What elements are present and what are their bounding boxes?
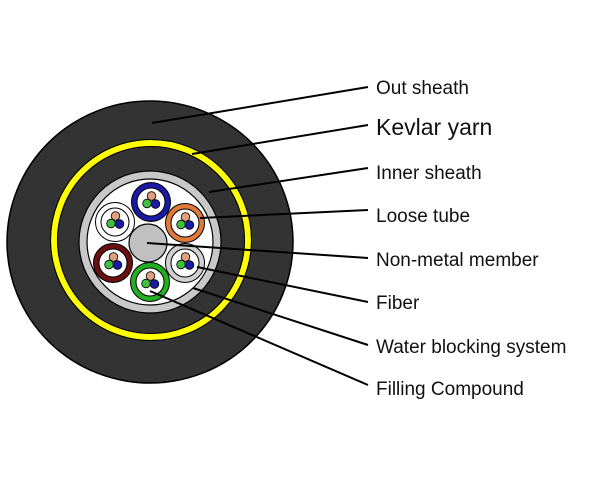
fiber xyxy=(145,271,156,281)
leader-line xyxy=(192,287,369,346)
kevlar-ring-outer-edge xyxy=(50,139,252,341)
leader-lines xyxy=(146,86,369,386)
loose-tube xyxy=(130,262,170,302)
fiber xyxy=(149,279,160,289)
leader-line xyxy=(151,86,369,124)
loose-tube xyxy=(165,243,205,283)
loose-tube xyxy=(93,243,133,283)
leader-line xyxy=(199,209,369,219)
fiber xyxy=(176,219,186,230)
leader-line xyxy=(208,167,369,193)
fiber xyxy=(112,260,123,270)
loose-tube xyxy=(131,182,171,222)
loose-tube xyxy=(165,203,205,243)
fiber xyxy=(184,260,195,270)
label-kevlar-yarn: Kevlar yarn xyxy=(376,114,492,140)
kevlar-ring-inner-edge xyxy=(57,146,245,334)
leader-line xyxy=(196,266,369,303)
leader-line xyxy=(149,290,369,386)
label-out-sheath: Out sheath xyxy=(376,78,469,99)
fiber xyxy=(146,191,157,201)
label-fiber: Fiber xyxy=(376,293,420,314)
fiber xyxy=(114,219,125,229)
label-water-blocking-system: Water blocking system xyxy=(376,337,566,358)
fiber xyxy=(108,252,119,262)
fiber xyxy=(104,259,114,270)
kevlar-yarn-ring xyxy=(51,140,251,340)
leader-line xyxy=(191,124,369,155)
leader-line xyxy=(146,242,369,259)
label-non-metal-member: Non-metal member xyxy=(376,250,539,271)
fiber xyxy=(141,278,151,289)
fiber xyxy=(150,199,161,209)
label-inner-sheath: Inner sheath xyxy=(376,163,482,184)
fiber xyxy=(106,218,116,229)
fiber xyxy=(142,198,152,209)
fiber xyxy=(180,212,191,222)
fiber xyxy=(184,220,195,230)
cable-cross-section xyxy=(6,100,294,384)
fiber xyxy=(180,252,191,262)
fiber xyxy=(176,259,186,270)
labels: Out sheath Kevlar yarn Inner sheath Loos… xyxy=(376,78,566,400)
label-filling-compound: Filling Compound xyxy=(376,379,524,400)
loose-tube xyxy=(95,202,135,242)
loose-tubes xyxy=(93,182,205,302)
fiber xyxy=(110,211,121,221)
label-loose-tube: Loose tube xyxy=(376,206,470,227)
